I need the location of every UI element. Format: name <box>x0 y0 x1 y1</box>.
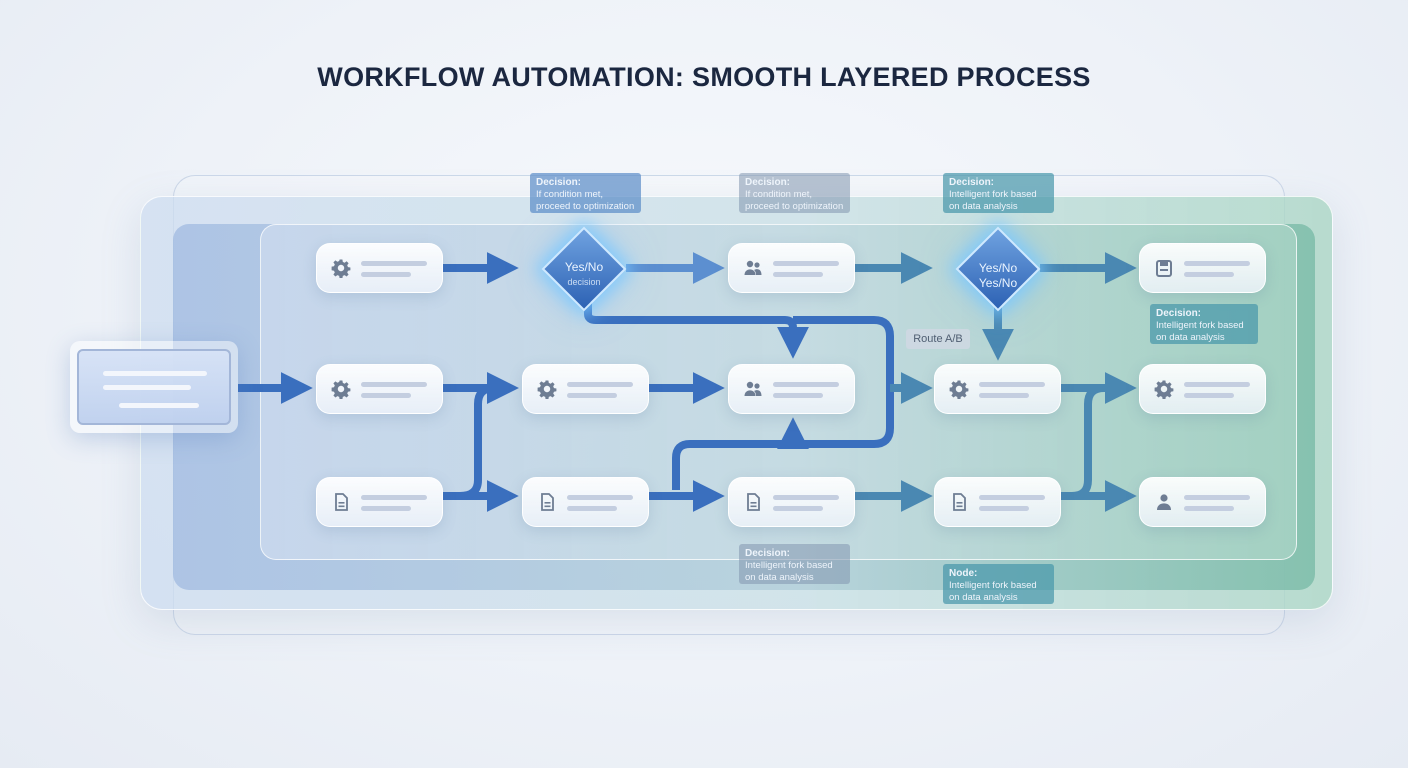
callout-decision-2: Decision: If condition met, proceed to o… <box>739 173 850 213</box>
input-card-line <box>119 403 199 408</box>
arrow-loop-r3c2-to-r2c3 <box>672 316 894 490</box>
diamond-sublabel: Yes/No <box>978 276 1018 290</box>
document-icon <box>949 492 969 512</box>
node-text-line <box>773 261 839 266</box>
users-icon <box>743 379 763 399</box>
callout-text: Intelligent fork based on data analysis <box>1156 320 1244 343</box>
callout-decision-1: Decision: If condition met, proceed to o… <box>530 173 641 213</box>
node-text-line <box>979 393 1029 398</box>
input-card-line <box>103 371 207 376</box>
node-text-line <box>773 506 823 511</box>
node-text-line <box>361 272 411 277</box>
user-icon <box>1154 492 1174 512</box>
node-text-line <box>361 382 427 387</box>
node-r1c3[interactable] <box>728 243 855 293</box>
node-text-line <box>773 393 823 398</box>
decision-diamond-1[interactable]: Yes/No decision <box>541 226 627 312</box>
node-text-line <box>1184 393 1234 398</box>
node-text-line <box>567 506 617 511</box>
callout-title: Decision: <box>536 177 582 188</box>
diamond-label: Yes/No <box>564 260 604 274</box>
diamond-label: Yes/No <box>978 261 1018 275</box>
node-text-line <box>1184 506 1234 511</box>
node-text-line <box>1184 495 1250 500</box>
decision-diamond-2[interactable]: Yes/No Yes/No <box>955 226 1041 312</box>
node-text-line <box>361 506 411 511</box>
diamond-sublabel: decision <box>567 277 601 287</box>
clipboard-icon <box>1154 258 1174 278</box>
node-text-line <box>1184 382 1250 387</box>
gear-icon <box>949 379 969 399</box>
node-text-line <box>773 495 839 500</box>
users-icon <box>743 258 763 278</box>
arrow-diamond1-down-to-r2c3 <box>584 302 809 359</box>
node-text-line <box>773 382 839 387</box>
node-text-line <box>361 393 411 398</box>
node-r3c1[interactable] <box>316 477 443 527</box>
node-r2c5[interactable] <box>1139 364 1266 414</box>
arrow-r3c1-up-to-r2c2 <box>459 372 519 500</box>
node-r2c2[interactable] <box>522 364 649 414</box>
node-text-line <box>979 506 1029 511</box>
callout-node: Node: Intelligent fork based on data ana… <box>943 564 1054 604</box>
node-r3c4[interactable] <box>934 477 1061 527</box>
input-card[interactable] <box>70 341 238 433</box>
node-r2c4[interactable] <box>934 364 1061 414</box>
node-text-line <box>361 495 427 500</box>
node-r3c3[interactable] <box>728 477 855 527</box>
node-text-line <box>1184 261 1250 266</box>
callout-title: Decision: <box>1156 308 1202 319</box>
callout-title: Decision: <box>949 177 995 188</box>
node-text-line <box>1184 272 1234 277</box>
gear-icon <box>331 379 351 399</box>
callout-title: Decision: <box>745 177 791 188</box>
page-title: WORKFLOW AUTOMATION: SMOOTH LAYERED PROC… <box>317 62 1091 92</box>
node-r3c2[interactable] <box>522 477 649 527</box>
node-r1c1[interactable] <box>316 243 443 293</box>
callout-text: If condition met, proceed to optimizatio… <box>745 189 844 212</box>
node-text-line <box>773 272 823 277</box>
callout-text: Intelligent fork based on data analysis <box>949 580 1037 603</box>
callout-title: Node: <box>949 568 978 579</box>
node-r1c5[interactable] <box>1139 243 1266 293</box>
node-r3c5[interactable] <box>1139 477 1266 527</box>
document-icon <box>743 492 763 512</box>
callout-decision-4: Decision: Intelligent fork based on data… <box>1150 304 1258 344</box>
callout-text: Intelligent fork based on data analysis <box>745 560 833 583</box>
route-label: Route A/B <box>906 329 970 349</box>
node-text-line <box>567 495 633 500</box>
callout-text: Intelligent fork based on data analysis <box>949 189 1037 212</box>
gear-icon <box>537 379 557 399</box>
node-text-line <box>567 393 617 398</box>
node-r2c3[interactable] <box>728 364 855 414</box>
node-text-line <box>567 382 633 387</box>
node-text-line <box>979 495 1045 500</box>
document-icon <box>331 492 351 512</box>
callout-decision-5: Decision: Intelligent fork based on data… <box>739 544 850 584</box>
callout-decision-3: Decision: Intelligent fork based on data… <box>943 173 1054 213</box>
callout-text: If condition met, proceed to optimizatio… <box>536 189 635 212</box>
gear-icon <box>331 258 351 278</box>
gear-icon <box>1154 379 1174 399</box>
node-r2c1[interactable] <box>316 364 443 414</box>
document-icon <box>537 492 557 512</box>
input-card-line <box>103 385 191 390</box>
node-text-line <box>361 261 427 266</box>
node-text-line <box>979 382 1045 387</box>
arrow-r3c4-up-to-r2c5 <box>1071 384 1124 500</box>
callout-title: Decision: <box>745 548 791 559</box>
input-card-panel <box>77 349 231 425</box>
